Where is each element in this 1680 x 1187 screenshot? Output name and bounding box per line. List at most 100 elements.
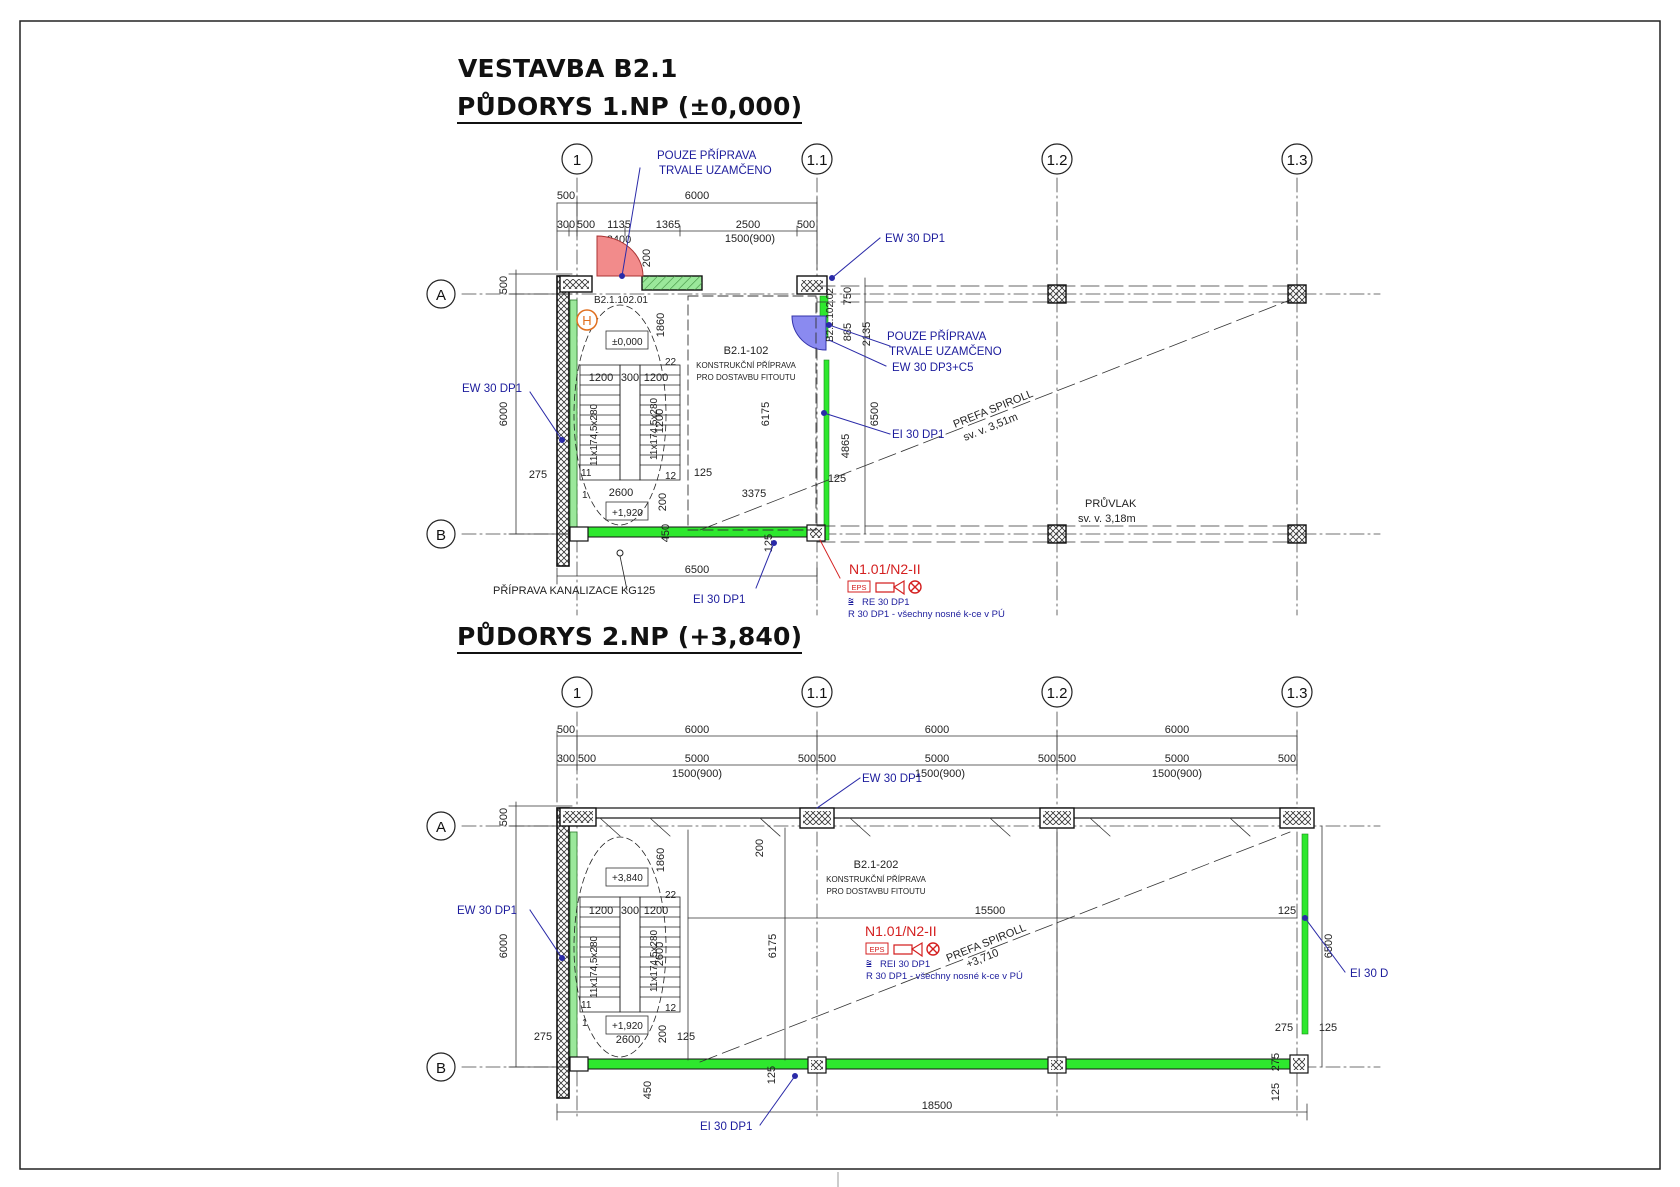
drawing-label: 5000: [685, 753, 709, 765]
drawing-label: EPS: [851, 583, 866, 592]
drawing-label: R 30 DP1 - všechny nosné k-ce v PÚ: [848, 609, 1005, 620]
drawing-label: TRVALE UZAMČENO: [659, 164, 772, 177]
label-ew-left-2np: EW 30 DP1: [457, 905, 517, 917]
drawing-label: H: [582, 313, 591, 328]
drawing-line: [828, 339, 887, 367]
drawing-label: EI 30 DP1: [693, 594, 745, 606]
drawing-label: KONSTRUKČNÍ PŘÍPRAVA: [696, 361, 796, 370]
grid-bubble-a: [426, 279, 456, 309]
drawing-line: [823, 412, 891, 435]
grid-label-1-3: 1.3: [1287, 152, 1308, 169]
drawing-path: [910, 582, 920, 592]
drawing-label: ±0,000: [612, 337, 643, 348]
drawing-line: [621, 167, 641, 277]
drawing-label: 22: [665, 357, 677, 368]
drawing-label: 1860: [655, 848, 667, 872]
drawing-rect: [642, 276, 702, 290]
drawing-label: 5000: [1165, 753, 1189, 765]
drawing-rect: [563, 279, 589, 289]
drawing-label: 6175: [767, 934, 779, 958]
drawing-label: 500: [578, 753, 596, 765]
grid-bubble-b: [426, 519, 456, 549]
drawing-label: 1200: [589, 905, 613, 917]
drawing-rect: [1293, 1058, 1305, 1070]
drawing-label: KONSTRUKČNÍ PŘÍPRAVA: [826, 875, 926, 884]
drawing-rect: [1047, 284, 1067, 304]
drawing-label: 275: [1270, 1053, 1282, 1071]
drawing-label: 1200: [644, 372, 668, 384]
drawing-label: 1365: [656, 219, 680, 231]
drawing-label: 11: [581, 468, 592, 479]
left-wall-1np: [556, 275, 570, 567]
drawing-line: [699, 299, 1291, 531]
drawing-line: [699, 831, 1291, 1063]
drawing-line: [759, 1075, 796, 1126]
drawing-label: 500: [1058, 753, 1076, 765]
drawing-label: 11: [581, 1000, 592, 1011]
drawing-label: 500: [797, 219, 815, 231]
drawing-label: 200: [657, 493, 669, 511]
drawing-label: sv. v. 3,18m: [1078, 513, 1136, 525]
grid-bubble-1-3: [1281, 143, 1313, 175]
drawing-rect: [586, 526, 818, 538]
drawing-line: [1304, 917, 1346, 973]
sheet-border: [19, 20, 1661, 1170]
door-blue-1np: [791, 315, 827, 351]
drawing-circle: [826, 322, 832, 328]
drawing-label: 6500: [685, 564, 709, 576]
drawing-label: 11x174,5x280: [589, 403, 600, 466]
drawing-rect: [803, 811, 831, 825]
drawing-label: RE 30 DP1: [862, 597, 910, 608]
grid-bubble-1-1: [801, 143, 833, 175]
drawing-line: [619, 555, 628, 591]
drawing-label: +1,920: [612, 508, 643, 519]
label-pouze-1a: POUZE PŘÍPRAVA: [657, 149, 757, 162]
drawing-label: 2500: [736, 219, 760, 231]
drawing-circle: [1041, 676, 1073, 708]
fire-detector-icon: [893, 941, 923, 958]
drawing-label: 300: [557, 219, 575, 231]
drawing-rect: [605, 1015, 649, 1035]
drawing-circle: [616, 549, 624, 557]
drawing-label: TRVALE UZAMČENO: [889, 345, 1002, 358]
drawing-label: 125: [1278, 905, 1296, 917]
drawing-label: B2.1.102.01: [594, 295, 648, 306]
drawing-rect: [801, 280, 823, 292]
drawing-line: [755, 542, 775, 589]
plan-2np: 1 1.1 1.2 1.3 A B 500 6000 6000: [426, 676, 1388, 1133]
room-id-1np: B2.1-102: [724, 345, 769, 357]
drawing-rect: [556, 807, 1298, 819]
drawing-label: 500: [1038, 753, 1056, 765]
drawing-label: 275: [1275, 1022, 1293, 1034]
drawing-label: ⩰: [866, 959, 872, 970]
drawing-circle: [771, 540, 777, 546]
drawing-label: 750: [842, 287, 854, 305]
drawing-label: 300: [557, 753, 575, 765]
drawing-label: 200: [657, 1025, 669, 1043]
drawing-label: 15500: [975, 905, 1006, 917]
drawing-label: 125: [828, 473, 846, 485]
drawing-circle: [561, 676, 593, 708]
drawing-rect: [605, 330, 649, 350]
drawing-label: 200: [641, 249, 653, 267]
drawing-path: [928, 944, 938, 954]
drawing-label: 6000: [498, 934, 510, 958]
hydrant-icon: [576, 309, 598, 331]
room-id-2np: B2.1-202: [854, 859, 899, 871]
drawing-label: 1860: [655, 313, 667, 337]
drawing-label: 1: [582, 490, 588, 501]
drawing-label: 275: [534, 1031, 552, 1043]
drawing-label: 1200: [654, 409, 666, 433]
drawing-label: PRO DOSTAVBU FITOUTU: [696, 373, 795, 382]
drawing-circle: [1302, 915, 1308, 921]
drawing-label: 1.1: [807, 685, 828, 702]
drawing-path: [849, 817, 1251, 837]
fire-detector-icon: [875, 579, 905, 596]
dims-top-1np: [556, 197, 818, 271]
drawing-rect: [569, 1056, 589, 1072]
drawing-label: 1200: [644, 905, 668, 917]
drawing-rect: [1043, 811, 1071, 825]
drawing-rect: [1287, 284, 1307, 304]
